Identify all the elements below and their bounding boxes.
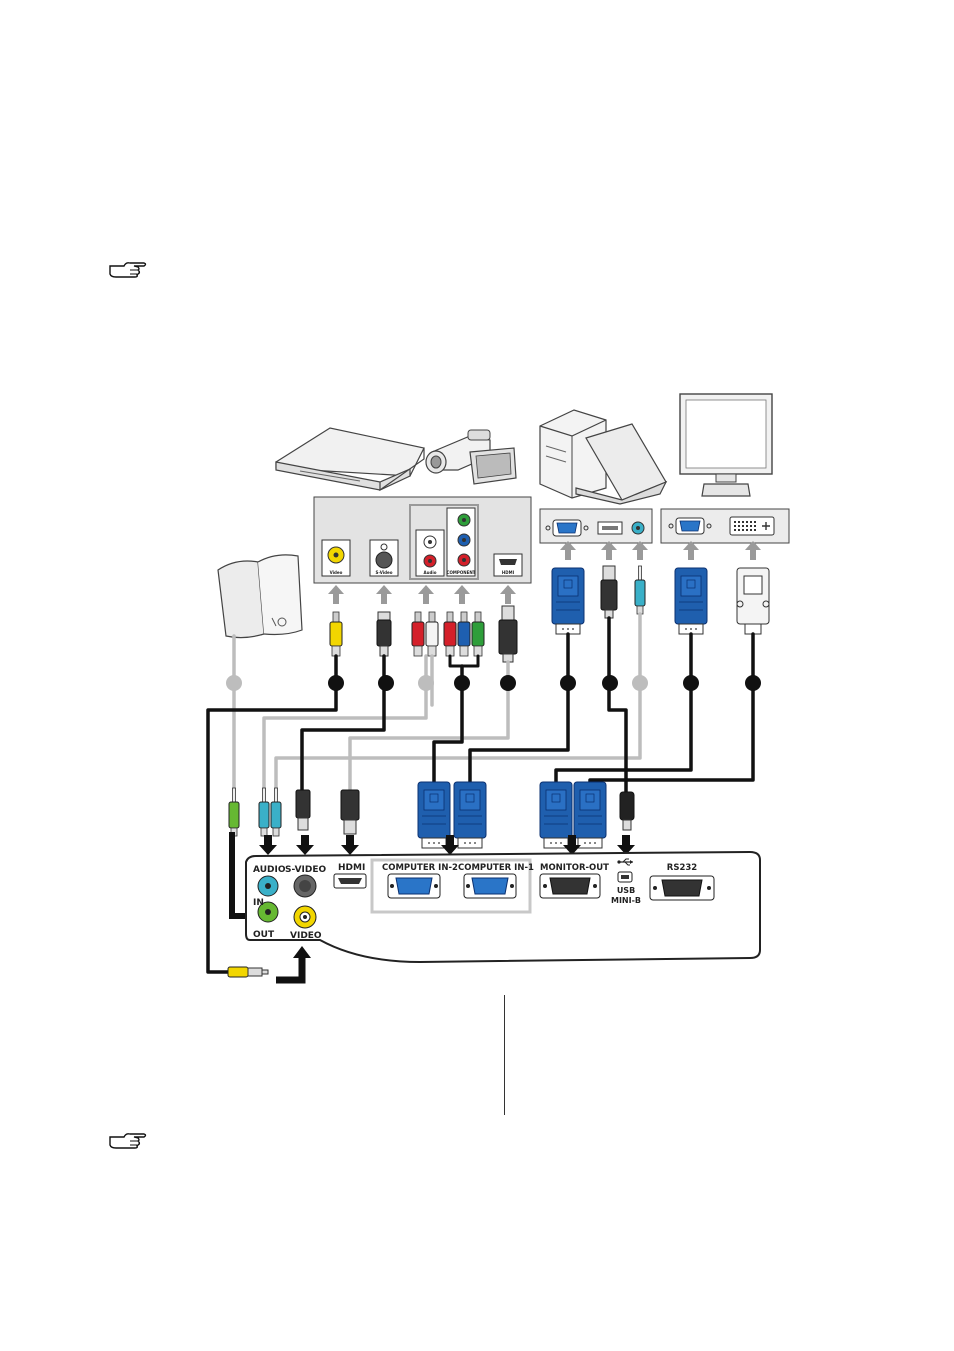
- desktop-pc-icon: [539, 409, 607, 499]
- monitor-out-label: MONITOR-OUT: [540, 863, 609, 873]
- s-video-port-label: S-VIDEO: [285, 865, 326, 875]
- av-component-label: COMPONENT: [447, 570, 476, 575]
- video-port-label: VIDEO: [290, 931, 322, 941]
- av-s-video-label: S-Video: [376, 570, 393, 575]
- usb-label: USB: [617, 886, 635, 895]
- dvi-plug: [736, 567, 770, 635]
- computer-in-1-label: COMPUTER IN-1: [458, 863, 534, 873]
- monitor-icon: [679, 393, 773, 497]
- pc-output-panel: [539, 508, 653, 544]
- camcorder-icon: [425, 429, 517, 485]
- s-video-plug-bottom: [295, 789, 311, 831]
- pointing-hand-icon: [109, 262, 147, 278]
- s-video-plug: [376, 611, 392, 657]
- dvd-player-icon: [275, 427, 425, 492]
- av-audio-label: Audio: [424, 570, 437, 575]
- usb-mini-b-plug: [619, 791, 635, 831]
- rca-plug-bottom: [227, 966, 269, 978]
- av-video-label: Video: [330, 570, 343, 575]
- pointing-hand-icon: [109, 1133, 147, 1149]
- audio-port-label: AUDIO: [253, 865, 286, 875]
- column-divider: [504, 995, 505, 1115]
- av-output-panel: Video S-Video Audio COMPONENT HDMI: [313, 496, 532, 584]
- hdmi-plug-top: [498, 605, 518, 663]
- usb-icon: [617, 858, 633, 866]
- av-hdmi-label: HDMI: [502, 570, 515, 575]
- hdmi-port-label: HDMI: [338, 863, 365, 873]
- computer-in-2-label: COMPUTER IN-2: [382, 863, 458, 873]
- monitor-input-panel: [660, 508, 790, 544]
- audio-out-label: OUT: [253, 930, 275, 940]
- speakers-icon: [217, 554, 303, 639]
- usb-plug-top: [600, 565, 618, 619]
- laptop-icon: [575, 423, 668, 505]
- mini-b-label: MINI-B: [611, 896, 641, 905]
- audio-in-label: IN: [253, 898, 264, 908]
- rs232-label: RS232: [667, 863, 697, 873]
- projector-rear-panel: [245, 850, 761, 964]
- hdmi-plug-bottom: [340, 789, 360, 835]
